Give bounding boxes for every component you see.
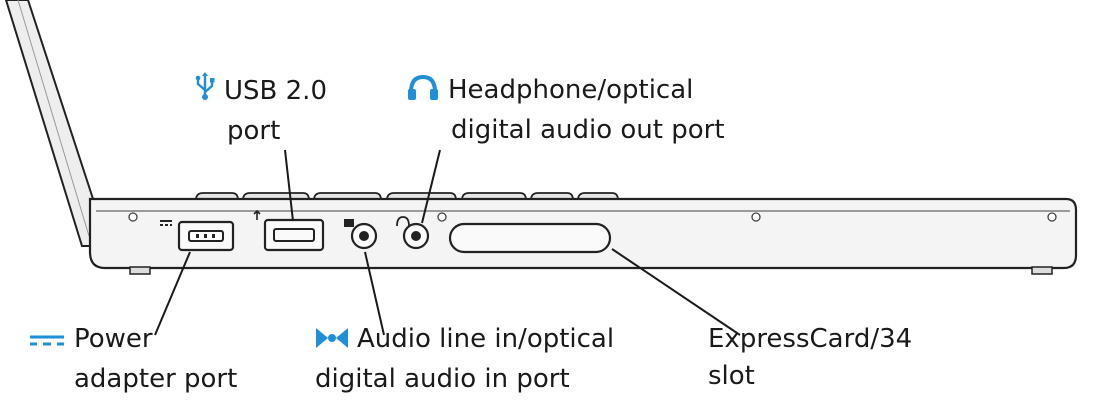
usb-icon (194, 72, 216, 113)
headphone-label-line2: digital audio out port (451, 115, 725, 145)
expresscard-slot (448, 222, 612, 254)
power-port-label: Power adapter port (28, 321, 237, 398)
expresscard-label-line2: slot (708, 361, 755, 391)
expresscard-slot-label: ExpressCard/34 slot (708, 321, 912, 395)
usb-label-line1: USB 2.0 (224, 76, 327, 106)
headphone-label-line1: Headphone/optical (448, 75, 694, 105)
expresscard-label-line1: ExpressCard/34 (708, 324, 913, 354)
power-label-line2: adapter port (74, 364, 238, 394)
audio-in-jack (344, 219, 378, 250)
audio-in-label-line1: Audio line in/optical (357, 324, 615, 354)
audio-line-in-icon (315, 324, 349, 361)
display-lid (4, 0, 97, 247)
headphone-icon (406, 73, 440, 112)
usb-port (253, 209, 325, 252)
audio-in-port-label: Audio line in/optical digital audio in p… (315, 321, 614, 398)
power-label-line1: Power (74, 324, 153, 354)
usb-port-label: USB 2.0 port (194, 72, 327, 150)
power-port (160, 220, 235, 252)
usb-label-line2: port (227, 116, 281, 146)
dc-power-icon (28, 324, 66, 361)
audio-in-label-line2: digital audio in port (315, 364, 570, 394)
headphone-port-label: Headphone/optical digital audio out port (406, 72, 725, 149)
callout-lines (154, 149, 741, 336)
headphone-jack (396, 216, 430, 250)
